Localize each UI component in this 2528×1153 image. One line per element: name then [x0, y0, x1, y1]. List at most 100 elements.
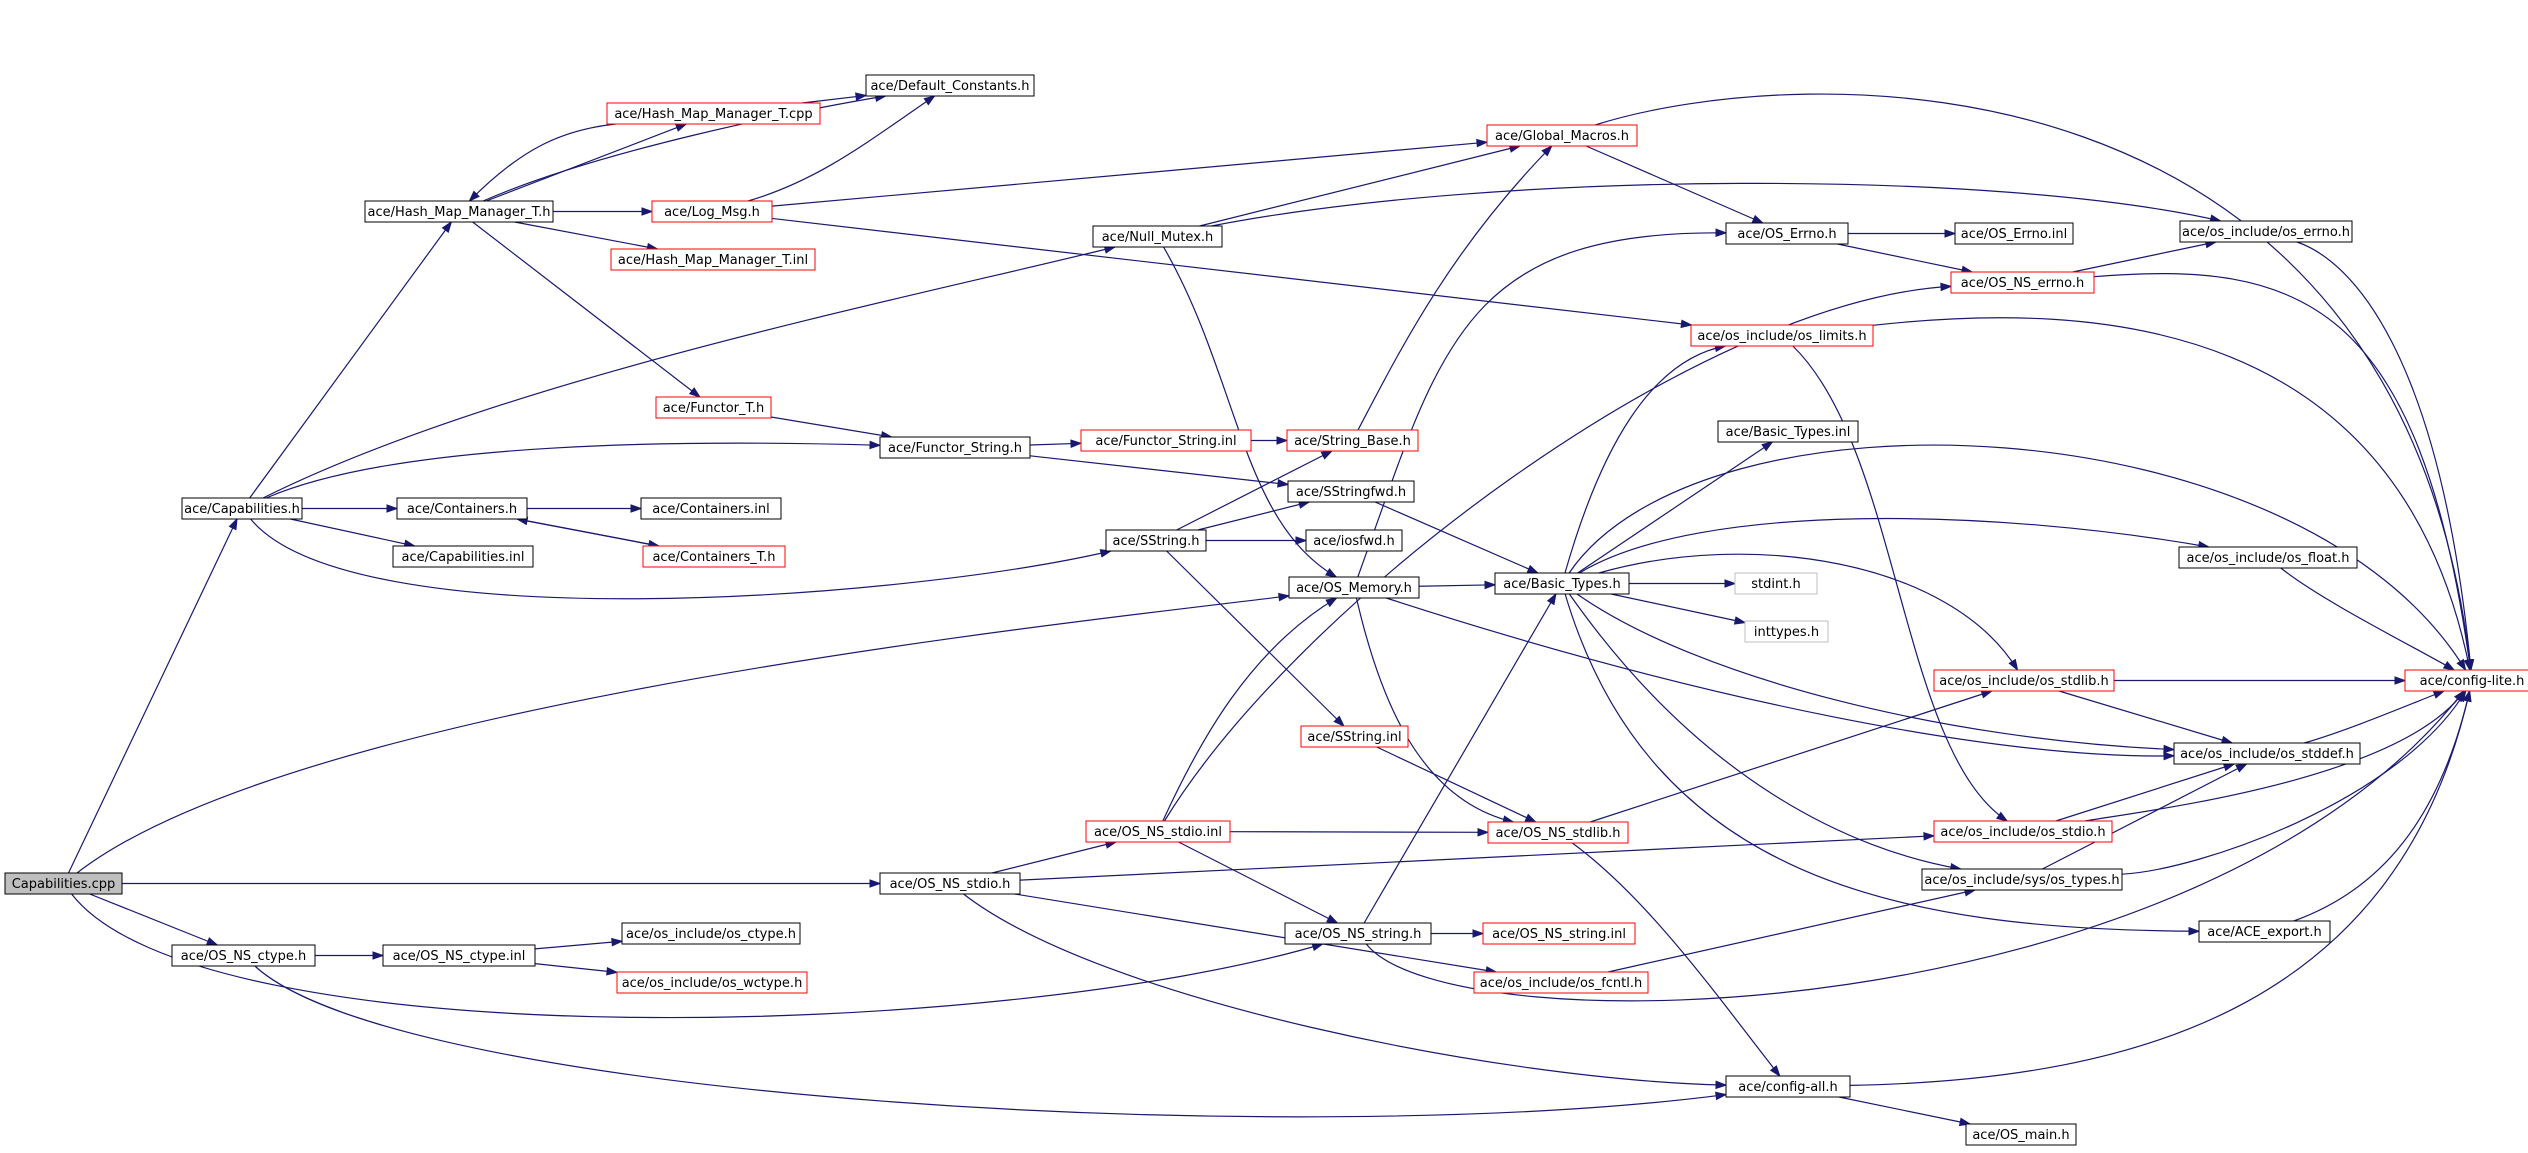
node-box — [1725, 1075, 1851, 1098]
node-os-include-os-limits-h[interactable]: ace/os_include/os_limits.h — [1690, 324, 1874, 347]
edge-hash_map_manager_t_h-to-hash_map_manager_t_inl — [514, 221, 658, 250]
node-label: ace/Functor_String.h — [888, 441, 1022, 456]
node-os-include-os-fcntl-h[interactable]: ace/os_include/os_fcntl.h — [1473, 971, 1649, 994]
node-functor-t-h[interactable]: ace/Functor_T.h — [655, 396, 772, 419]
node-os-include-os-ctype-h[interactable]: ace/os_include/os_ctype.h — [621, 922, 801, 945]
node-os-ns-ctype-inl[interactable]: ace/OS_NS_ctype.inl — [382, 944, 536, 967]
node-os-include-os-stdlib-h[interactable]: ace/os_include/os_stdlib.h — [1933, 669, 2115, 692]
node-box — [4, 872, 123, 895]
node-basic-types-h[interactable]: ace/Basic_Types.h — [1494, 572, 1630, 595]
node-config-lite-h[interactable]: ace/config-lite.h — [2404, 669, 2528, 692]
node-hash-map-manager-t-inl[interactable]: ace/Hash_Map_Manager_T.inl — [610, 248, 816, 271]
edge-sstring_h-to-sstring_inl — [1166, 550, 1345, 727]
node-os-include-sys-os-types-h[interactable]: ace/os_include/sys/os_types.h — [1921, 868, 2123, 891]
node-os-errno-h[interactable]: ace/OS_Errno.h — [1725, 222, 1849, 245]
node-box — [1734, 572, 1818, 595]
node-label: ace/OS_NS_ctype.inl — [393, 949, 526, 964]
node-label: ace/os_include/os_stdlib.h — [1939, 674, 2108, 689]
edge-capabilities_cpp-to-os_ns_string_h — [71, 893, 1323, 1019]
edge-os_ns_stdlib_h-to-os_include_os_stdlib_h — [1590, 690, 1992, 823]
node-sstring-h[interactable]: ace/SString.h — [1105, 529, 1207, 552]
node-containers-h[interactable]: ace/Containers.h — [396, 497, 528, 520]
node-os-include-os-errno-h[interactable]: ace/os_include/os_errno.h — [2179, 220, 2353, 243]
node-os-ns-string-h[interactable]: ace/OS_NS_string.h — [1284, 922, 1432, 945]
node-hash-map-manager-t-cpp[interactable]: ace/Hash_Map_Manager_T.cpp — [606, 102, 821, 125]
node-containers-t-h[interactable]: ace/Containers_T.h — [642, 545, 786, 568]
node-os-ns-stdlib-h[interactable]: ace/OS_NS_stdlib.h — [1487, 821, 1629, 844]
node-label: ace/OS_NS_stdlib.h — [1496, 826, 1621, 841]
node-os-errno-inl[interactable]: ace/OS_Errno.inl — [1954, 222, 2074, 245]
node-box — [1690, 324, 1874, 347]
node-box — [606, 102, 821, 125]
node-inttypes-h[interactable]: inttypes.h — [1744, 620, 1829, 643]
node-capabilities-cpp[interactable]: Capabilities.cpp — [4, 872, 123, 895]
node-log-msg-h[interactable]: ace/Log_Msg.h — [651, 200, 773, 223]
node-os-memory-h[interactable]: ace/OS_Memory.h — [1288, 576, 1420, 599]
node-os-include-os-float-h[interactable]: ace/os_include/os_float.h — [2178, 546, 2358, 569]
edge-basic_types_h-to-ace_export_h — [1564, 593, 2200, 932]
edge-log_msg_h-to-global_macros_h — [771, 141, 1488, 207]
edge-os_ns_errno_h-to-config_lite_h — [2093, 273, 2472, 671]
node-box — [1300, 725, 1409, 748]
node-label: ace/OS_NS_stdio.h — [890, 877, 1011, 892]
edge-os_ns_stdlib_h-to-config_all_h — [1571, 842, 1781, 1077]
node-label: ace/OS_NS_string.h — [1295, 927, 1422, 942]
node-label: ace/Containers_T.h — [652, 550, 775, 565]
edge-os_errno_h-to-os_ns_errno_h — [1837, 243, 1973, 273]
edge-os_ns_string_h-to-config_lite_h — [1365, 690, 2465, 1002]
node-capabilities-h[interactable]: ace/Capabilities.h — [181, 497, 303, 520]
edge-os_ns_string_h-to-basic_types_h — [1363, 593, 1557, 924]
node-box — [1921, 868, 2123, 891]
edge-null_mutex_h-to-os_include_os_errno_h — [1211, 182, 2221, 227]
node-label: ace/os_include/os_float.h — [2186, 551, 2349, 566]
node-os-ns-stdio-inl[interactable]: ace/OS_NS_stdio.inl — [1085, 820, 1231, 843]
edge-os_include_sys_os_types_h-to-os_include_os_stddef_h — [2042, 763, 2247, 870]
edge-os_ns_stdio_h-to-os_include_os_stdio_h — [1019, 835, 1935, 881]
node-label: ace/Hash_Map_Manager_T.cpp — [614, 107, 812, 122]
edge-capabilities_h-to-functor_string_h — [265, 442, 881, 499]
node-os-ns-string-inl[interactable]: ace/OS_NS_string.inl — [1482, 922, 1636, 945]
node-ace-export-h[interactable]: ace/ACE_export.h — [2198, 920, 2331, 943]
node-os-include-os-stddef-h[interactable]: ace/os_include/os_stddef.h — [2173, 742, 2361, 765]
node-basic-types-inl[interactable]: ace/Basic_Types.inl — [1717, 420, 1859, 443]
node-box — [879, 436, 1031, 459]
node-default-constants-h[interactable]: ace/Default_Constants.h — [865, 74, 1035, 97]
node-sstring-inl[interactable]: ace/SString.inl — [1300, 725, 1409, 748]
node-os-ns-errno-h[interactable]: ace/OS_NS_errno.h — [1950, 271, 2095, 294]
node-box — [2173, 742, 2361, 765]
node-label: ace/Hash_Map_Manager_T.inl — [618, 253, 808, 268]
node-label: ace/Functor_T.h — [663, 401, 765, 416]
node-os-main-h[interactable]: ace/OS_main.h — [1965, 1123, 2077, 1146]
node-config-all-h[interactable]: ace/config-all.h — [1725, 1075, 1851, 1098]
edge-hash_map_manager_t_cpp-to-hash_map_manager_t_h — [468, 123, 616, 202]
node-string-base-h[interactable]: ace/String_Base.h — [1286, 429, 1419, 452]
node-box — [642, 545, 786, 568]
node-box — [879, 872, 1021, 895]
node-box — [171, 944, 316, 967]
node-global-macros-h[interactable]: ace/Global_Macros.h — [1486, 124, 1638, 147]
node-null-mutex-h[interactable]: ace/Null_Mutex.h — [1092, 225, 1223, 248]
node-os-include-os-wctype-h[interactable]: ace/os_include/os_wctype.h — [616, 971, 808, 994]
node-sstringfwd-h[interactable]: ace/SStringfwd.h — [1287, 480, 1415, 503]
node-box — [1286, 429, 1419, 452]
node-containers-inl[interactable]: ace/Containers.inl — [640, 497, 782, 520]
node-layer: Capabilities.cpp ace/Capabilities.h ace/OS… — [4, 74, 2528, 1146]
node-iosfwd-h[interactable]: ace/iosfwd.h — [1305, 529, 1403, 552]
node-os-ns-ctype-h[interactable]: ace/OS_NS_ctype.h — [171, 944, 316, 967]
node-box — [1305, 529, 1403, 552]
edge-os_include_os_stddef_h-to-config_lite_h — [2303, 690, 2445, 744]
node-label: ace/OS_Memory.h — [1296, 581, 1412, 596]
node-stdint-h[interactable]: stdint.h — [1734, 572, 1818, 595]
node-functor-string-h[interactable]: ace/Functor_String.h — [879, 436, 1031, 459]
node-label: ace/SString.h — [1113, 534, 1200, 549]
node-box — [1287, 480, 1415, 503]
node-hash-map-manager-t-h[interactable]: ace/Hash_Map_Manager_T.h — [364, 200, 554, 223]
edge-capabilities_cpp-to-capabilities_h — [67, 518, 238, 874]
node-box — [616, 971, 808, 994]
node-capabilities-inl[interactable]: ace/Capabilities.inl — [392, 545, 534, 568]
node-functor-string-inl[interactable]: ace/Functor_String.inl — [1080, 429, 1252, 452]
node-os-include-os-stdio-h[interactable]: ace/os_include/os_stdio.h — [1933, 820, 2113, 843]
edge-functor_string_h-to-functor_string_inl — [1029, 442, 1082, 446]
node-os-ns-stdio-h[interactable]: ace/OS_NS_stdio.h — [879, 872, 1021, 895]
node-label: ace/config-all.h — [1738, 1080, 1838, 1095]
